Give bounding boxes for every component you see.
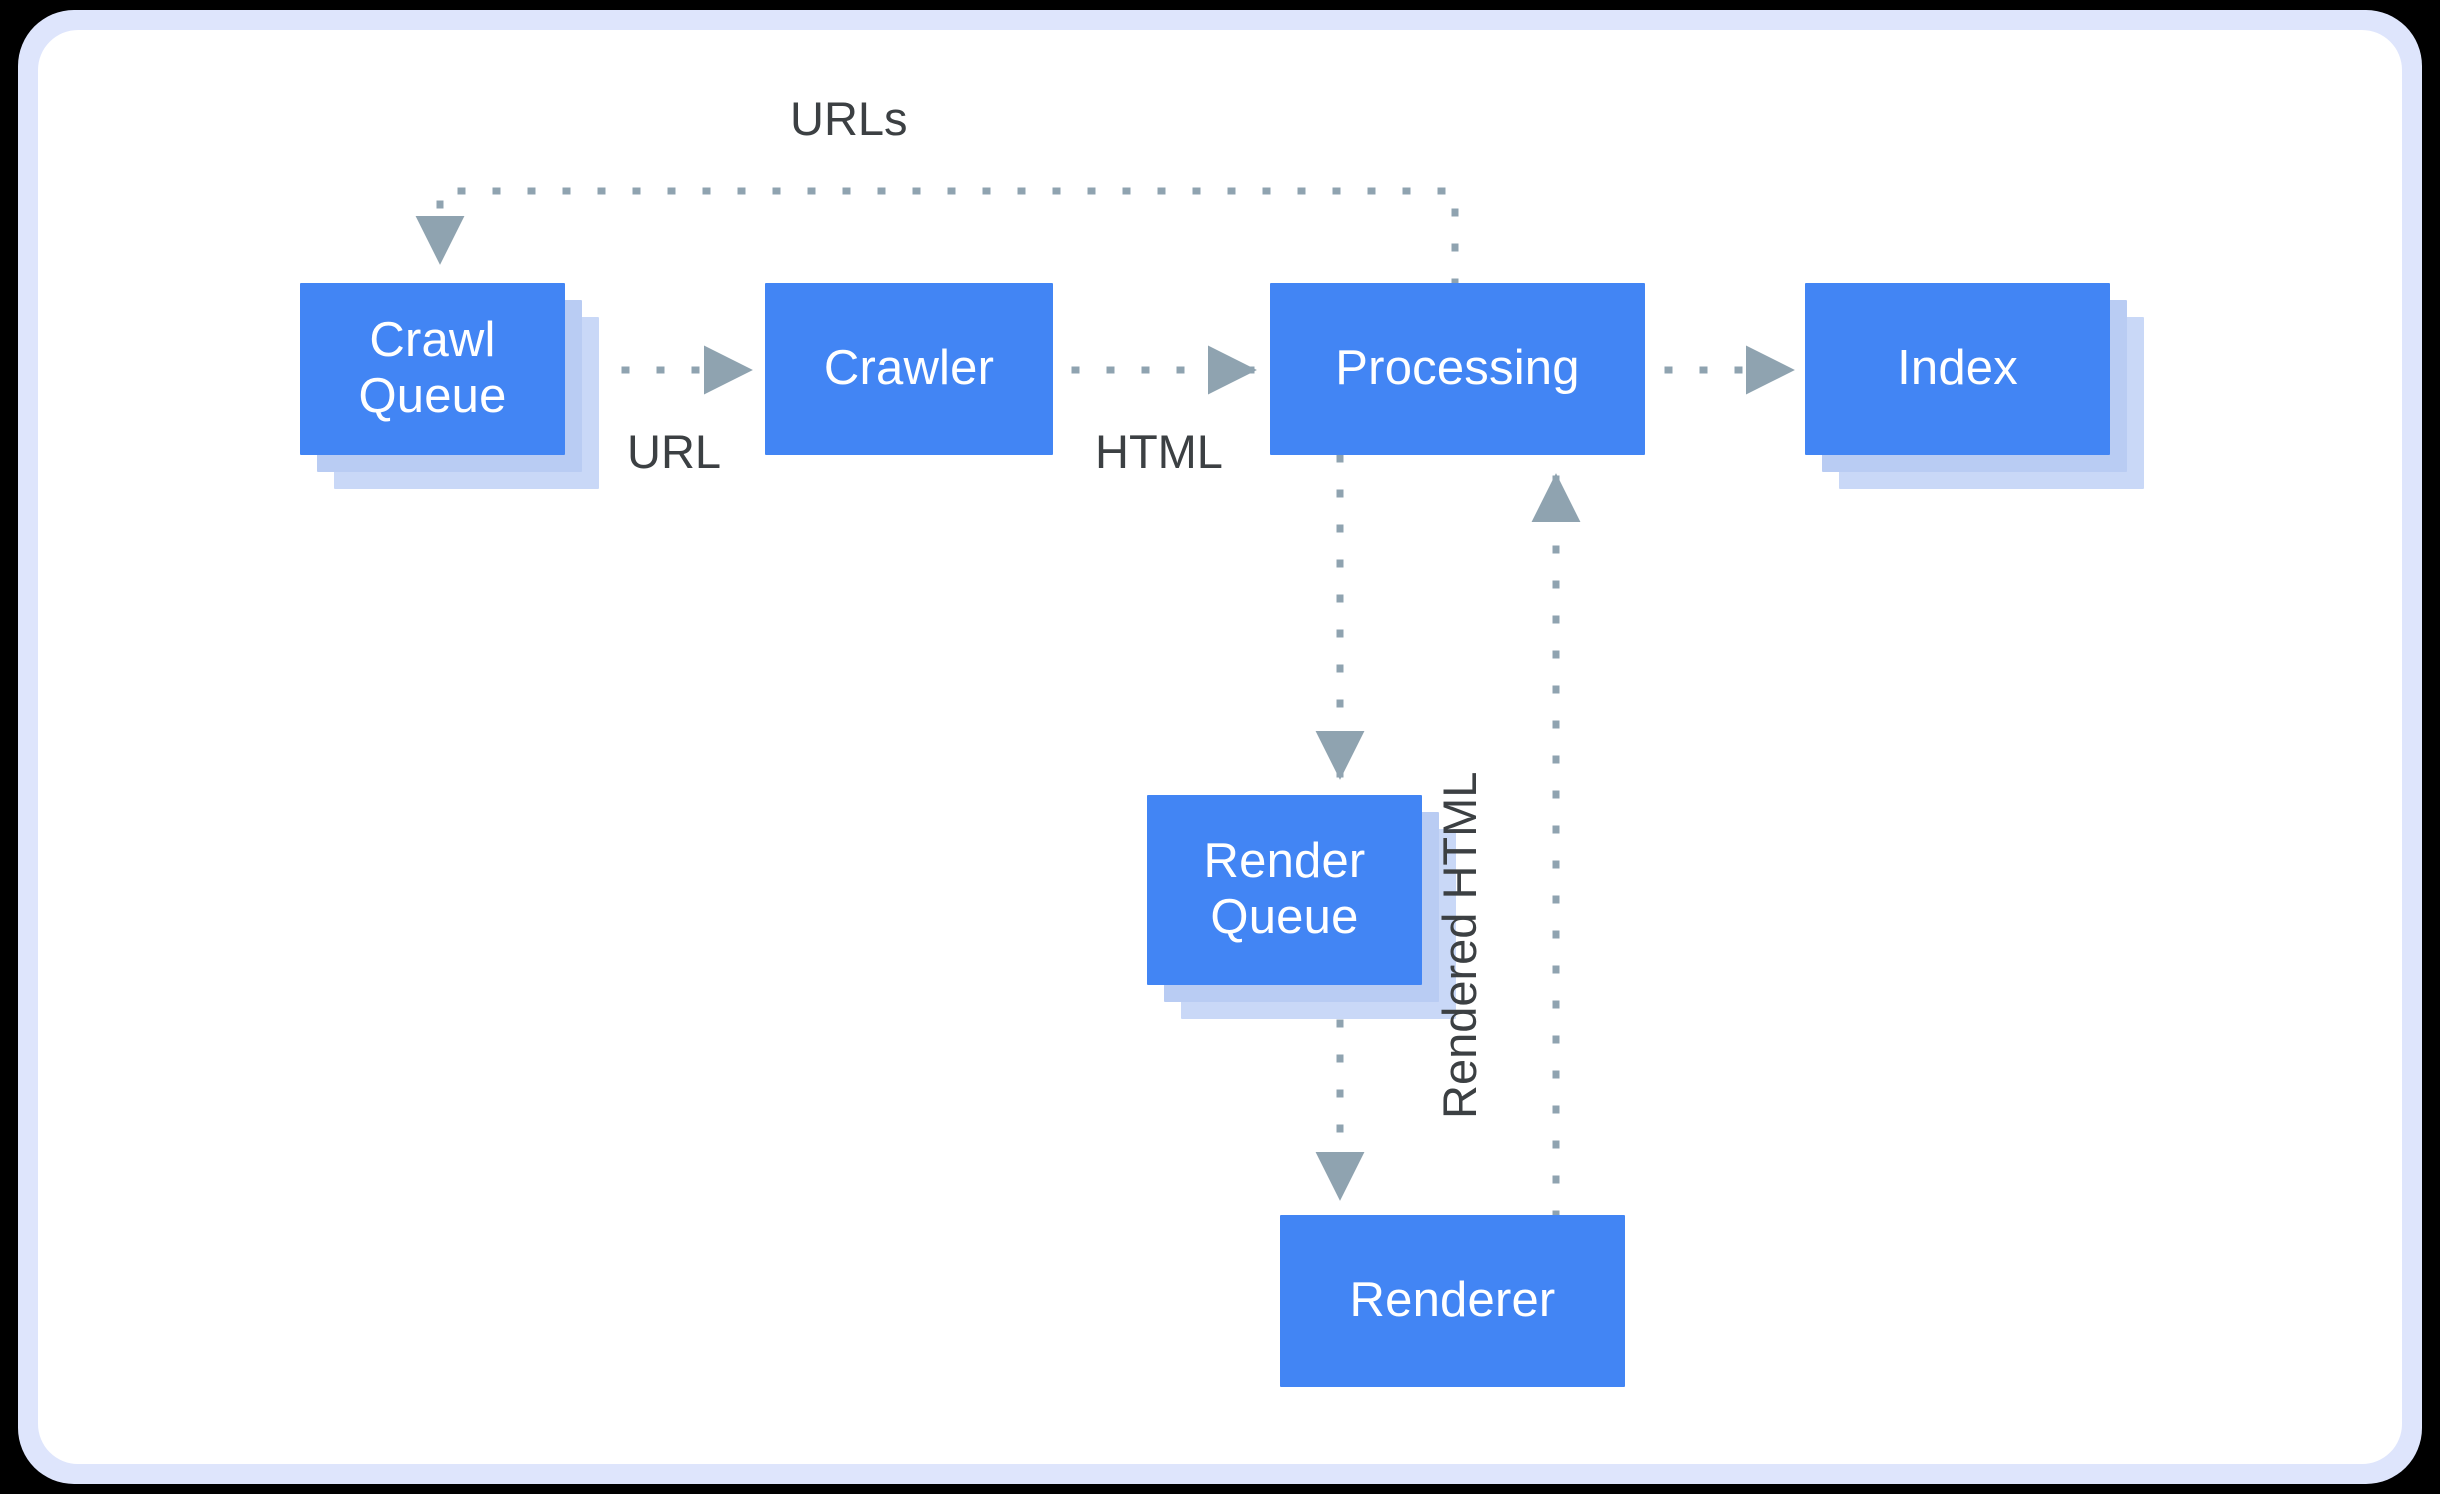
node-crawler[interactable]: Crawler bbox=[765, 283, 1053, 455]
edge-processing-crawlqueue bbox=[415, 187, 1459, 287]
crawl-queue-label: Crawl Queue bbox=[300, 283, 565, 455]
node-processing[interactable]: Processing bbox=[1270, 283, 1645, 455]
edge-label-urls: URLs bbox=[790, 92, 908, 145]
renderer-label: Renderer bbox=[1280, 1215, 1625, 1387]
node-crawl-queue[interactable]: Crawl Queue bbox=[300, 283, 599, 489]
processing-label: Processing bbox=[1270, 283, 1645, 455]
edge-label-rendered-html: Rendered HTML bbox=[1433, 771, 1486, 1119]
index-label: Index bbox=[1805, 283, 2110, 455]
crawler-label: Crawler bbox=[765, 283, 1053, 455]
edge-label-html: HTML bbox=[1095, 425, 1223, 478]
node-render-queue[interactable]: Render Queue bbox=[1147, 795, 1456, 1019]
render-queue-label: Render Queue bbox=[1147, 795, 1422, 985]
edge-label-url: URL bbox=[627, 425, 722, 478]
node-index[interactable]: Index bbox=[1805, 283, 2144, 489]
node-renderer[interactable]: Renderer bbox=[1280, 1215, 1625, 1387]
